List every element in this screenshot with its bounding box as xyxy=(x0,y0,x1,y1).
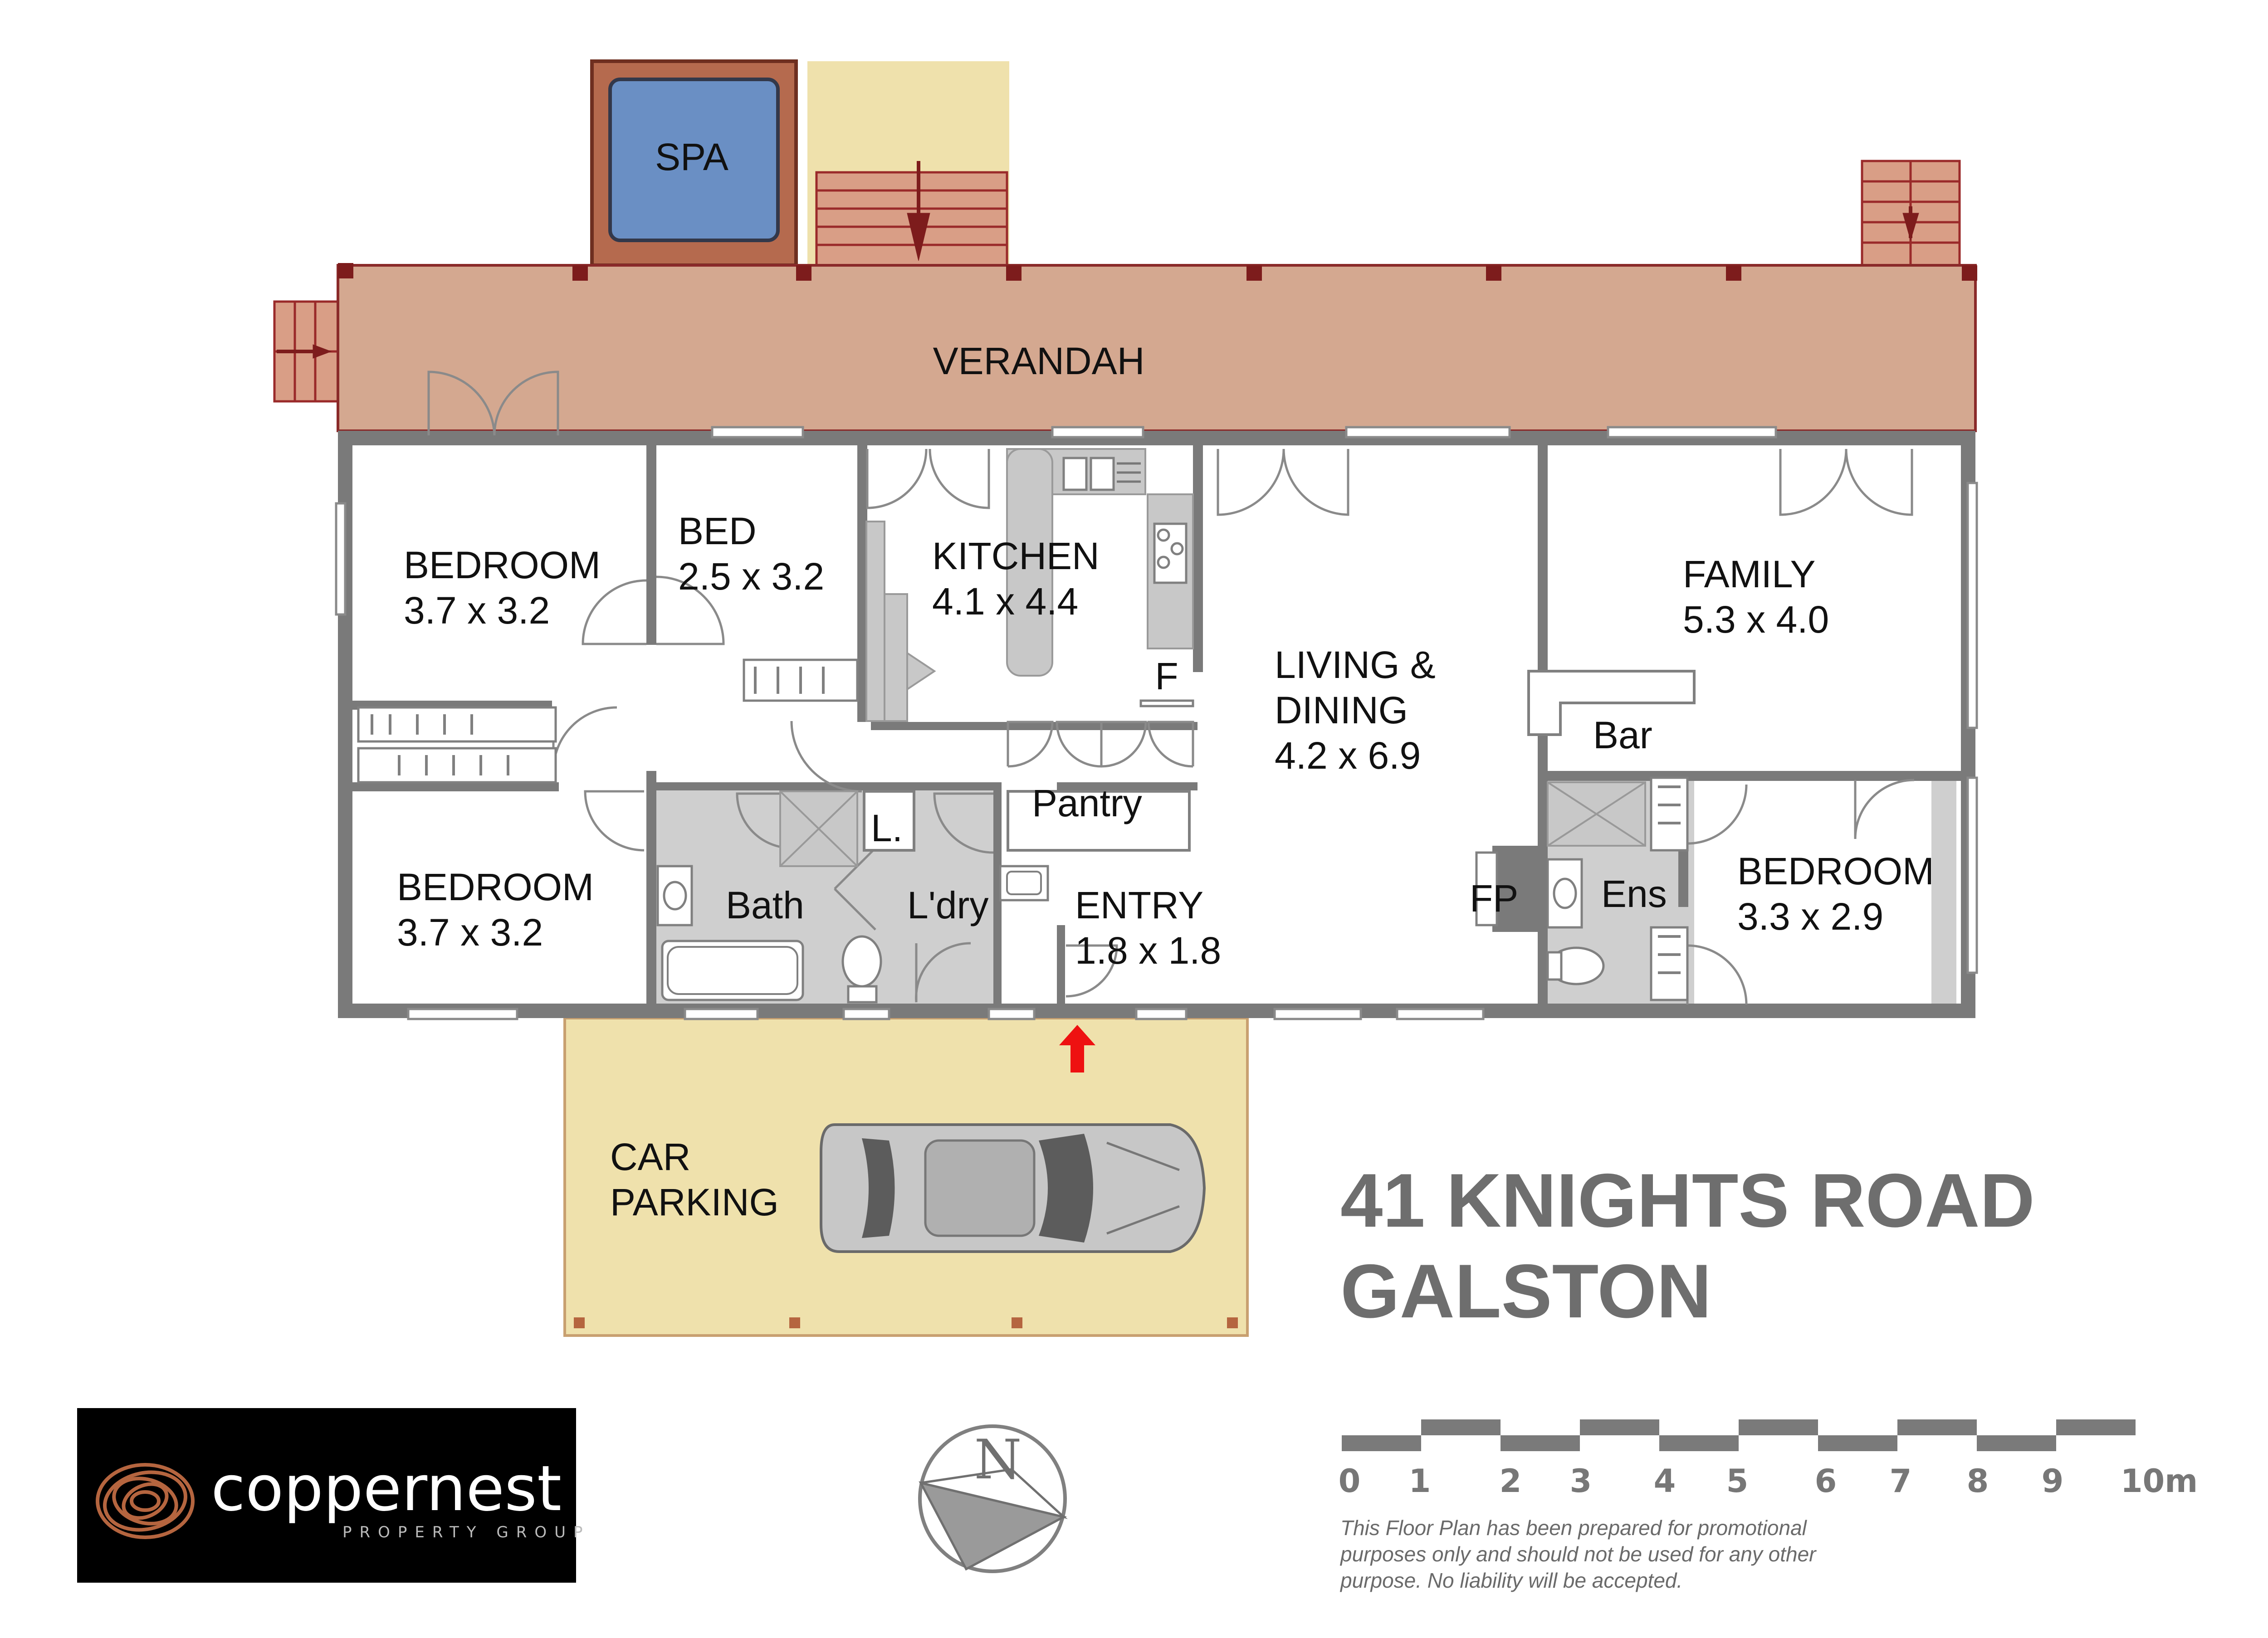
bar-label: Bar xyxy=(1593,714,1652,756)
bed2-label: BED xyxy=(678,510,757,552)
entry-arrow-icon xyxy=(1059,1025,1095,1072)
linen-label: L. xyxy=(871,807,903,849)
car-label: CAR xyxy=(610,1136,690,1178)
entry-label: ENTRY xyxy=(1075,884,1203,926)
logo-name: coppernest xyxy=(211,1452,562,1525)
entry-dim: 1.8 x 1.8 xyxy=(1075,929,1221,972)
living-label: LIVING & xyxy=(1275,644,1436,686)
scale-ticks: 0 1 2 3 4 5 6 7 8 9 10m xyxy=(1339,1462,2198,1500)
bedroom3-dim: 3.7 x 3.2 xyxy=(397,911,543,954)
bedroom4-dim: 3.3 x 2.9 xyxy=(1737,895,1883,938)
bedroom1-dim: 3.7 x 3.2 xyxy=(404,589,550,632)
scale-tick: 2 xyxy=(1500,1462,1522,1500)
scale-tick: 3 xyxy=(1570,1462,1592,1500)
scale-tick: 5 xyxy=(1726,1462,1749,1500)
kitchen-dim: 4.1 x 4.4 xyxy=(932,580,1078,623)
verandah: VERANDAH xyxy=(337,263,1977,432)
bath-fixtures xyxy=(656,790,1049,1004)
compass-north-label: N xyxy=(974,1428,1022,1492)
kitchen-benches: F xyxy=(865,448,1194,722)
windows xyxy=(335,426,1978,1020)
kitchen-label: KITCHEN xyxy=(932,535,1100,577)
bedroom1-label: BEDROOM xyxy=(404,544,601,586)
pantry-box xyxy=(1007,790,1191,852)
family-label: FAMILY xyxy=(1683,553,1816,595)
bar-counter xyxy=(1527,670,1696,736)
coppernest-logo: coppernest PROPERTY GROUP xyxy=(77,1408,591,1583)
fireplace-label: FP xyxy=(1470,877,1518,920)
address-line2: GALSTON xyxy=(1340,1248,1711,1334)
pantry-label: Pantry xyxy=(1032,782,1142,824)
scale-tick: 8 xyxy=(1967,1462,1989,1500)
disclaimer-line2: purposes only and should not be used for… xyxy=(1339,1542,1817,1566)
spa-label: SPA xyxy=(655,136,728,178)
wardrobe-grey xyxy=(1931,780,1956,1007)
car-icon xyxy=(820,1123,1206,1253)
laundry-label: L'dry xyxy=(907,884,988,926)
disclaimer-line3: purpose. No liability will be accepted. xyxy=(1339,1569,1682,1592)
scale-tick: 10m xyxy=(2121,1462,2198,1500)
living-dim: 4.2 x 6.9 xyxy=(1275,734,1421,777)
bath-label: Bath xyxy=(726,884,804,926)
family-dim: 5.3 x 4.0 xyxy=(1683,598,1829,641)
fireplace-hearth xyxy=(1475,851,1498,926)
ensuite-fixtures xyxy=(1546,781,1646,985)
scale-tick: 1 xyxy=(1409,1462,1431,1500)
scale-tick: 6 xyxy=(1815,1462,1837,1500)
address-line1: 41 KNIGHTS ROAD xyxy=(1340,1158,2035,1243)
scale-tick: 9 xyxy=(2042,1462,2064,1500)
bed2-dim: 2.5 x 3.2 xyxy=(678,555,824,598)
dining-label: DINING xyxy=(1275,689,1408,731)
bedroom4-label: BEDROOM xyxy=(1737,850,1934,892)
scale-tick: 4 xyxy=(1654,1462,1676,1500)
spa: SPA xyxy=(590,59,798,289)
verandah-label: VERANDAH xyxy=(933,340,1145,382)
disclaimer-line1: This Floor Plan has been prepared for pr… xyxy=(1340,1516,1808,1540)
hanger-marks xyxy=(371,667,1681,974)
carport-posts xyxy=(574,1317,1238,1328)
scale-bar xyxy=(1342,1419,2136,1451)
logo-tagline: PROPERTY GROUP xyxy=(342,1523,591,1541)
fireplace xyxy=(1492,846,1547,932)
linen-cupboard xyxy=(863,790,915,852)
bedroom3-label: BEDROOM xyxy=(397,866,594,908)
scale-tick: 0 xyxy=(1339,1462,1361,1500)
step-arrow-icons xyxy=(277,161,1919,359)
compass-icon: N xyxy=(918,1424,1068,1573)
scale-tick: 7 xyxy=(1890,1462,1912,1500)
parking-label: PARKING xyxy=(610,1181,779,1224)
ensuite-label: Ens xyxy=(1601,873,1667,915)
room-labels: BEDROOM 3.7 x 3.2 BED 2.5 x 3.2 KITCHEN … xyxy=(397,510,1934,1224)
fridge-label: F xyxy=(1155,655,1178,697)
